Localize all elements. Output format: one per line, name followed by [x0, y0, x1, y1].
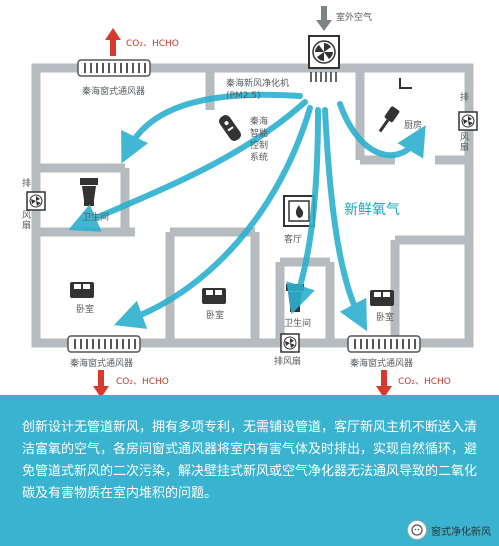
watermark-text: 窗式净化新风 [431, 526, 491, 538]
exhaust-fan-right-icon [458, 111, 478, 131]
fresh-air-unit-label: 秦海新风净化机 [226, 77, 289, 89]
window-vent-bottom-right-icon [347, 335, 421, 353]
airflow-arrows [68, 91, 426, 332]
remote-label-4: 系统 [250, 151, 268, 163]
exhaust-fan-right-label-2: 风 [460, 132, 469, 143]
remote-label-2: 智能 [250, 127, 268, 139]
bed-left-icon [70, 282, 94, 298]
exhaust-bottom-left-label: CO₂、HCHO [116, 377, 169, 387]
exhaust-arrow-bottom-right-icon [376, 370, 392, 395]
outdoor-air-arrow-icon [316, 6, 332, 31]
window-vent-bottom-left-label: 秦海窗式通风器 [70, 357, 133, 369]
watermark: 窗式净化新风 [407, 520, 491, 540]
wechat-logo-icon [407, 520, 427, 540]
bedroom-left-label: 卧室 [76, 303, 94, 315]
exhaust-fan-right-label-1: 排 [460, 91, 469, 103]
description-panel: 创新设计无管道新风，拥有多项专利，无需铺设管道，客厅新风主机不断送入清洁富氧的空… [0, 395, 499, 546]
exhaust-fan-left-icon [26, 191, 46, 211]
airflow-arrow-to-bedroom-right [322, 107, 367, 332]
exhaust-arrow-top-icon [105, 28, 121, 56]
bedroom-right-label: 卧室 [376, 311, 394, 323]
kitchen-label: 厨房 [404, 119, 422, 131]
exhaust-fan-left-label-3: 扇 [22, 219, 31, 231]
fresh-air-unit-icon [308, 35, 340, 82]
description-text: 创新设计无管道新风，拥有多项专利，无需铺设管道，客厅新风主机不断送入清洁富氧的空… [22, 420, 478, 501]
floor-plan: 室外空气 秦海新风净化机 (PM2.5) 秦海 智能 控制 系统 秦海窗式通风器… [22, 6, 478, 395]
living-room-label: 客厅 [284, 233, 302, 245]
exhaust-top-label: CO₂、HCHO [126, 39, 179, 49]
airflow-arrow-to-top-vent [121, 91, 303, 164]
exhaust-fan-left-label-1: 排 [22, 177, 31, 189]
toilet-left-icon [80, 178, 98, 206]
remote-control-icon [219, 115, 241, 141]
bathroom-left-label: 卫生间 [82, 211, 109, 223]
remote-label-1: 秦海 [250, 115, 268, 127]
fresh-air-unit-sublabel: (PM2.5) [226, 91, 261, 101]
window-vent-top-icon [77, 59, 151, 77]
airflow-arrow-to-kitchen [337, 101, 426, 159]
bed-right-icon [370, 290, 394, 306]
kitchen-utensil-icon [378, 106, 400, 133]
window-vent-top-label: 秦海窗式通风器 [82, 85, 145, 97]
bedroom-middle-label: 卧室 [206, 309, 224, 321]
airflow-arrow-to-bathroom-bottom [286, 107, 321, 315]
remote-label-3: 控制 [250, 139, 268, 151]
exhaust-fan-bottom-icon [280, 333, 300, 353]
exhaust-fan-left-label-2: 风 [22, 210, 31, 221]
airflow-arrow-to-bathroom-left [68, 99, 308, 232]
bathroom-bottom-label: 卫生间 [284, 317, 311, 329]
bed-middle-icon [202, 288, 226, 304]
exhaust-fan-right-label-3: 扇 [460, 141, 469, 153]
exhaust-arrow-bottom-left-icon [93, 370, 109, 395]
exhaust-fan-bottom-label: 排风扇 [274, 355, 301, 367]
window-vent-bottom-right-label: 秦海窗式通风器 [350, 357, 413, 369]
outdoor-air-label: 室外空气 [336, 11, 372, 23]
exhaust-bottom-right-label: CO₂、HCHO [398, 377, 451, 387]
airflow-arrow-to-bedroom-left [113, 105, 313, 329]
fresh-oxygen-label: 新鲜氧气 [344, 202, 400, 218]
window-vent-bottom-left-icon [67, 335, 141, 353]
sink-icon [399, 78, 412, 89]
walls [31, 63, 474, 348]
